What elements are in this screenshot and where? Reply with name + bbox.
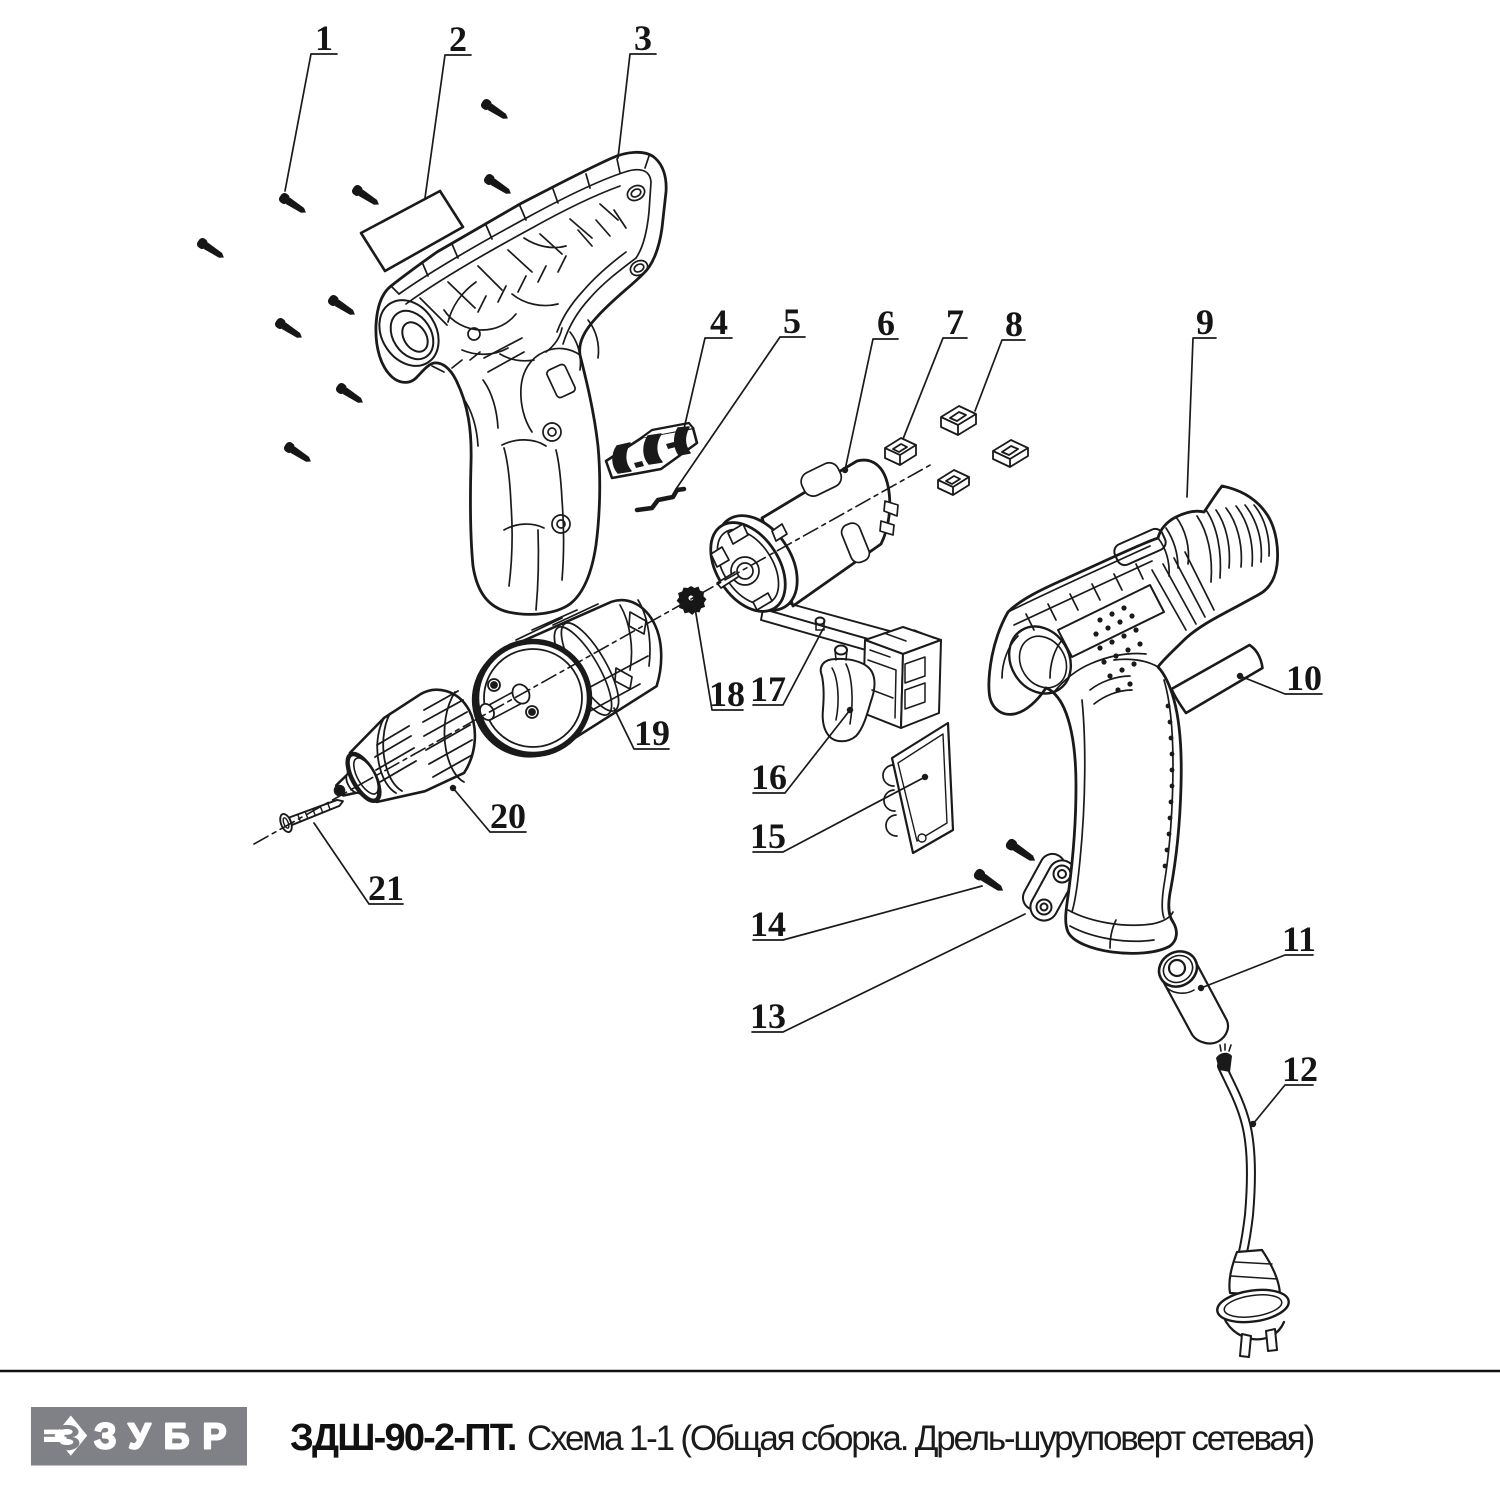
svg-text:18: 18 [709, 674, 745, 714]
svg-text:20: 20 [490, 796, 526, 836]
svg-text:8: 8 [1005, 304, 1023, 344]
svg-text:11: 11 [1282, 919, 1316, 959]
svg-text:13: 13 [750, 996, 786, 1036]
svg-text:17: 17 [750, 669, 786, 709]
svg-text:2: 2 [449, 19, 467, 59]
svg-text:9: 9 [1196, 302, 1214, 342]
svg-text:Схема 1-1 (Общая сборка. Дрель: Схема 1-1 (Общая сборка. Дрель-шуруповер… [527, 1419, 1314, 1458]
svg-text:ЗУБР: ЗУБР [94, 1416, 239, 1457]
svg-text:16: 16 [751, 757, 787, 797]
svg-text:21: 21 [368, 868, 404, 908]
svg-text:7: 7 [946, 302, 964, 342]
svg-text:6: 6 [877, 303, 895, 343]
svg-text:ЗДШ-90-2-ПТ.: ЗДШ-90-2-ПТ. [290, 1417, 516, 1459]
svg-text:15: 15 [750, 816, 786, 856]
svg-text:3: 3 [634, 18, 652, 58]
svg-text:4: 4 [710, 302, 728, 342]
svg-text:10: 10 [1286, 658, 1322, 698]
svg-text:19: 19 [634, 713, 670, 753]
svg-text:14: 14 [750, 904, 786, 944]
svg-text:5: 5 [783, 301, 801, 341]
svg-text:1: 1 [315, 18, 333, 58]
svg-text:12: 12 [1282, 1049, 1318, 1089]
